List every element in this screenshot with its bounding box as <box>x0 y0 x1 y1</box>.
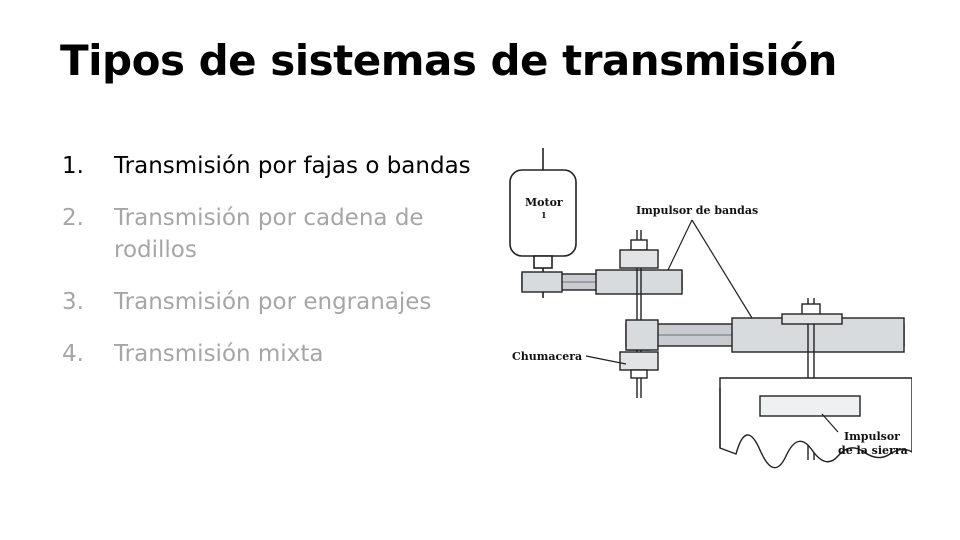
motor-label: Motor <box>525 196 563 209</box>
saw-drive-label-line2: de la sierra <box>838 444 908 457</box>
belt-drive-label: Impulsor de bandas <box>636 204 758 217</box>
transmission-types-list: 1. Transmisión por fajas o bandas 2. Tra… <box>62 150 482 390</box>
leader-lines <box>585 219 839 433</box>
list-item: 3. Transmisión por engranajes <box>62 286 482 318</box>
list-item-label: Transmisión por fajas o bandas <box>114 153 471 179</box>
list-item: 2. Transmisión por cadena de rodillos <box>62 202 482 266</box>
slide-title: Tipos de sistemas de transmisión <box>60 36 837 85</box>
list-item: 1. Transmisión por fajas o bandas <box>62 150 482 182</box>
belt-drive-diagram: Motor 1 <box>509 148 912 469</box>
saw-drive-label-line1: Impulsor <box>844 430 900 443</box>
upper-belt <box>521 269 683 295</box>
list-item-number: 1. <box>62 153 84 179</box>
list-item-number: 4. <box>62 341 84 367</box>
motor-mark: 1 <box>541 210 547 220</box>
countershaft <box>619 230 659 398</box>
list-item-label: Transmisión por cadena de rodillos <box>114 205 424 263</box>
list-item: 4. Transmisión mixta <box>62 338 482 370</box>
list-item-label: Transmisión mixta <box>114 341 324 367</box>
list-item-number: 2. <box>62 205 84 231</box>
bearing-label: Chumacera <box>512 350 582 363</box>
list-item-label: Transmisión por engranajes <box>114 289 432 315</box>
list-item-number: 3. <box>62 289 84 315</box>
saw-table <box>719 377 912 469</box>
lower-belt <box>625 317 905 353</box>
